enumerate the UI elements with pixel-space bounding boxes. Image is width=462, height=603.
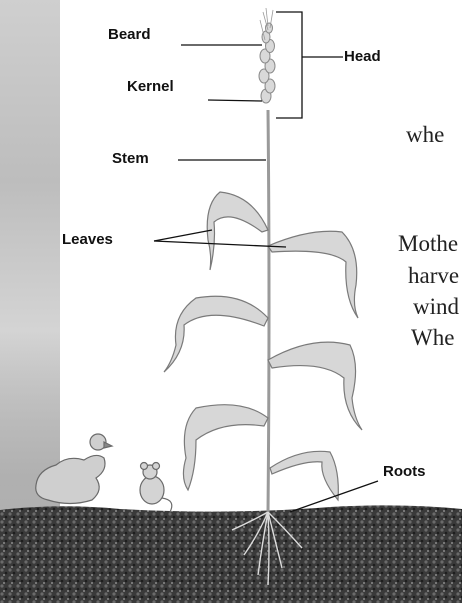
side-text-line-1: whe — [406, 123, 444, 146]
label-roots: Roots — [383, 464, 426, 479]
label-beard: Beard — [108, 27, 151, 42]
label-leaves: Leaves — [62, 232, 113, 247]
label-stem: Stem — [112, 151, 149, 166]
side-text-line-4: wind — [413, 295, 459, 318]
side-text-line-5: Whe — [411, 326, 454, 349]
wheat-head — [259, 23, 275, 103]
label-head: Head — [344, 49, 381, 64]
side-text-line-2: Mothe — [398, 232, 458, 255]
mouse-figure — [140, 463, 172, 513]
bird-figure — [36, 434, 112, 504]
soil-ground — [0, 505, 462, 603]
side-text-line-3: harve — [408, 264, 459, 287]
plant-stem — [268, 110, 269, 512]
label-kernel: Kernel — [127, 79, 174, 94]
plant-leaves — [164, 192, 362, 500]
